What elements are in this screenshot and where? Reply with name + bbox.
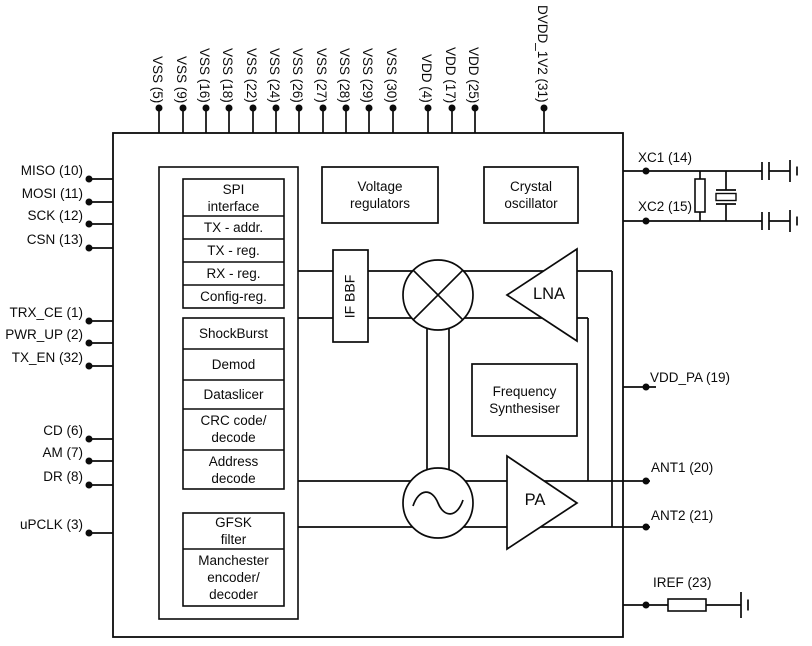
- frequency-synthesiser-label: Frequency Synthesiser: [489, 384, 560, 416]
- right-pin-label: VDD_PA (19): [650, 370, 731, 385]
- ground-icon: [789, 160, 798, 182]
- top-pin-label: VSS (5): [150, 55, 165, 103]
- tx-addr-label: TX - addr.: [203, 220, 264, 235]
- lna-label: LNA: [532, 285, 566, 303]
- dataslicer-label: Dataslicer: [203, 387, 264, 402]
- left-pin-label: MISO (10): [20, 163, 83, 178]
- top-pin-label: DVDD_1V2 (31): [535, 5, 550, 103]
- top-pin-label: VDD (25): [466, 46, 481, 103]
- shockburst-label: ShockBurst: [198, 326, 269, 341]
- pa-label: PA: [524, 491, 546, 509]
- rx-reg-label: RX - reg.: [206, 266, 261, 281]
- left-pin-label: TRX_CE (1): [9, 305, 83, 320]
- capacitor-icon: [761, 212, 770, 230]
- manchester-label: Manchester encoder/ decoder: [198, 553, 269, 602]
- right-pin-label: XC1 (14): [638, 150, 693, 165]
- top-pin-label: VSS (26): [290, 48, 305, 103]
- voltage-regulators-box: [321, 166, 439, 224]
- right-pin-label: XC2 (15): [638, 199, 693, 214]
- top-pin-label: VSS (28): [337, 48, 352, 103]
- capacitor-icon: [761, 162, 770, 180]
- frequency-synthesiser-box: [471, 363, 578, 437]
- left-pin-label: PWR_UP (2): [5, 327, 83, 342]
- left-pin-label: uPCLK (3): [19, 517, 83, 532]
- ground-icon: [740, 592, 749, 618]
- top-pin-label: VDD (17): [443, 46, 458, 103]
- left-pin-label: SCK (12): [27, 208, 83, 223]
- crystal-body-icon: [715, 192, 737, 202]
- lna-triangle: [505, 247, 578, 343]
- top-pin-label: VSS (24): [267, 48, 282, 103]
- left-pin-label: TX_EN (32): [11, 350, 83, 365]
- resistor-icon: [694, 178, 706, 213]
- left-pin-label: CSN (13): [26, 232, 83, 247]
- top-pin-label: VDD (4): [419, 54, 434, 103]
- left-pin-label: CD (6): [43, 423, 83, 438]
- spi-interface-label: SPI interface: [207, 182, 260, 214]
- modem-block-frame: [182, 512, 285, 607]
- left-pin-label: AM (7): [42, 445, 84, 460]
- if-bbf-label: IF BBF: [341, 274, 358, 319]
- baseband-block-frame: [182, 317, 285, 490]
- top-pin-label: VSS (30): [384, 48, 399, 103]
- crystal-icon: [716, 189, 736, 205]
- address-decode-label: Address decode: [208, 454, 259, 486]
- right-pin-label: ANT1 (20): [651, 460, 714, 475]
- top-pin-label: VSS (18): [220, 48, 235, 103]
- left-pin-label: DR (8): [43, 469, 83, 484]
- voltage-regulators-label: Voltage regulators: [349, 179, 411, 211]
- pin-leads: [89, 108, 545, 534]
- crystal-oscillator-label: Crystal oscillator: [504, 179, 558, 211]
- mixer-cross-icon: [412, 269, 464, 321]
- top-pin-label: VSS (27): [314, 48, 329, 103]
- top-pin-label: VSS (22): [244, 48, 259, 103]
- left-pin-label: MOSI (11): [21, 186, 83, 201]
- sine-wave-icon: [412, 491, 464, 515]
- spi-block-frame: [182, 178, 285, 309]
- config-reg-label: Config-reg.: [200, 289, 267, 304]
- crystal-oscillator-box: [483, 166, 579, 224]
- if-bbf-box: [332, 249, 369, 343]
- right-pin-label: ANT2 (21): [651, 508, 714, 523]
- right-pin-label: IREF (23): [653, 575, 712, 590]
- demod-label: Demod: [211, 357, 256, 372]
- resistor-icon: [667, 598, 707, 612]
- ground-icon: [789, 210, 798, 232]
- register-block-dividers: [183, 215, 284, 550]
- tx-reg-label: TX - reg.: [207, 243, 260, 258]
- top-pin-label: VSS (16): [197, 48, 212, 103]
- crc-label: CRC code/ decode: [200, 413, 267, 445]
- register-block-frames: [182, 178, 285, 607]
- gfsk-filter-label: GFSK filter: [215, 515, 252, 547]
- top-pin-label: VSS (9): [174, 55, 189, 103]
- top-pin-label: VSS (29): [360, 48, 375, 103]
- pin-dots: [85, 104, 650, 609]
- pa-triangle: [506, 454, 579, 551]
